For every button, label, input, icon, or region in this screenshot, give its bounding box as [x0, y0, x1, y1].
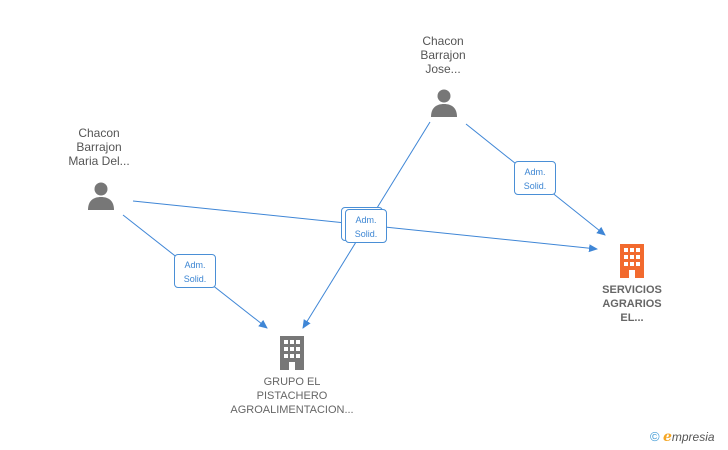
label-line: SERVICIOS [602, 284, 662, 296]
building-icon[interactable] [617, 244, 647, 278]
person-label-jose: Chacon Barrajon Jose... [393, 34, 493, 76]
label-line: Chacon [422, 34, 464, 48]
company-label-servicios: SERVICIOS AGRARIOS EL... [582, 283, 682, 325]
label-line: Barrajon [420, 48, 466, 62]
label-line: GRUPO EL [263, 376, 321, 388]
role-line: Adm. [524, 167, 546, 177]
label-line: Barrajon [76, 140, 122, 154]
brand-e: e [662, 429, 672, 445]
company-label-grupo: GRUPO EL PISTACHERO AGROALIMENTACION... [210, 375, 374, 417]
person-icon[interactable] [86, 181, 116, 211]
role-line: Solid. [523, 181, 547, 191]
role-badge-maria-servicios[interactable]: Adm. Solid. [345, 209, 387, 243]
brand-logo: © empresia [650, 429, 715, 445]
role-line: Solid. [354, 229, 378, 239]
role-badge-maria-grupo[interactable]: Adm. Solid. [174, 254, 216, 288]
person-icon[interactable] [429, 88, 459, 118]
role-line: Adm. [355, 215, 377, 225]
label-line: Jose... [425, 62, 461, 76]
label-line: Maria Del... [68, 154, 130, 168]
role-line: Adm. [184, 260, 206, 270]
building-icon[interactable] [277, 336, 307, 370]
label-line: AGRARIOS [602, 298, 662, 310]
label-line: AGROALIMENTACION... [230, 404, 354, 416]
label-line: PISTACHERO [256, 390, 328, 402]
brand-word: mpresia [671, 430, 715, 444]
role-badge-jose-servicios[interactable]: Adm. Solid. [514, 161, 556, 195]
copyright-icon: © [650, 429, 660, 444]
label-line: EL... [620, 312, 644, 324]
person-label-maria: Chacon Barrajon Maria Del... [49, 126, 149, 168]
label-line: Chacon [78, 126, 120, 140]
role-line: Solid. [183, 274, 207, 284]
